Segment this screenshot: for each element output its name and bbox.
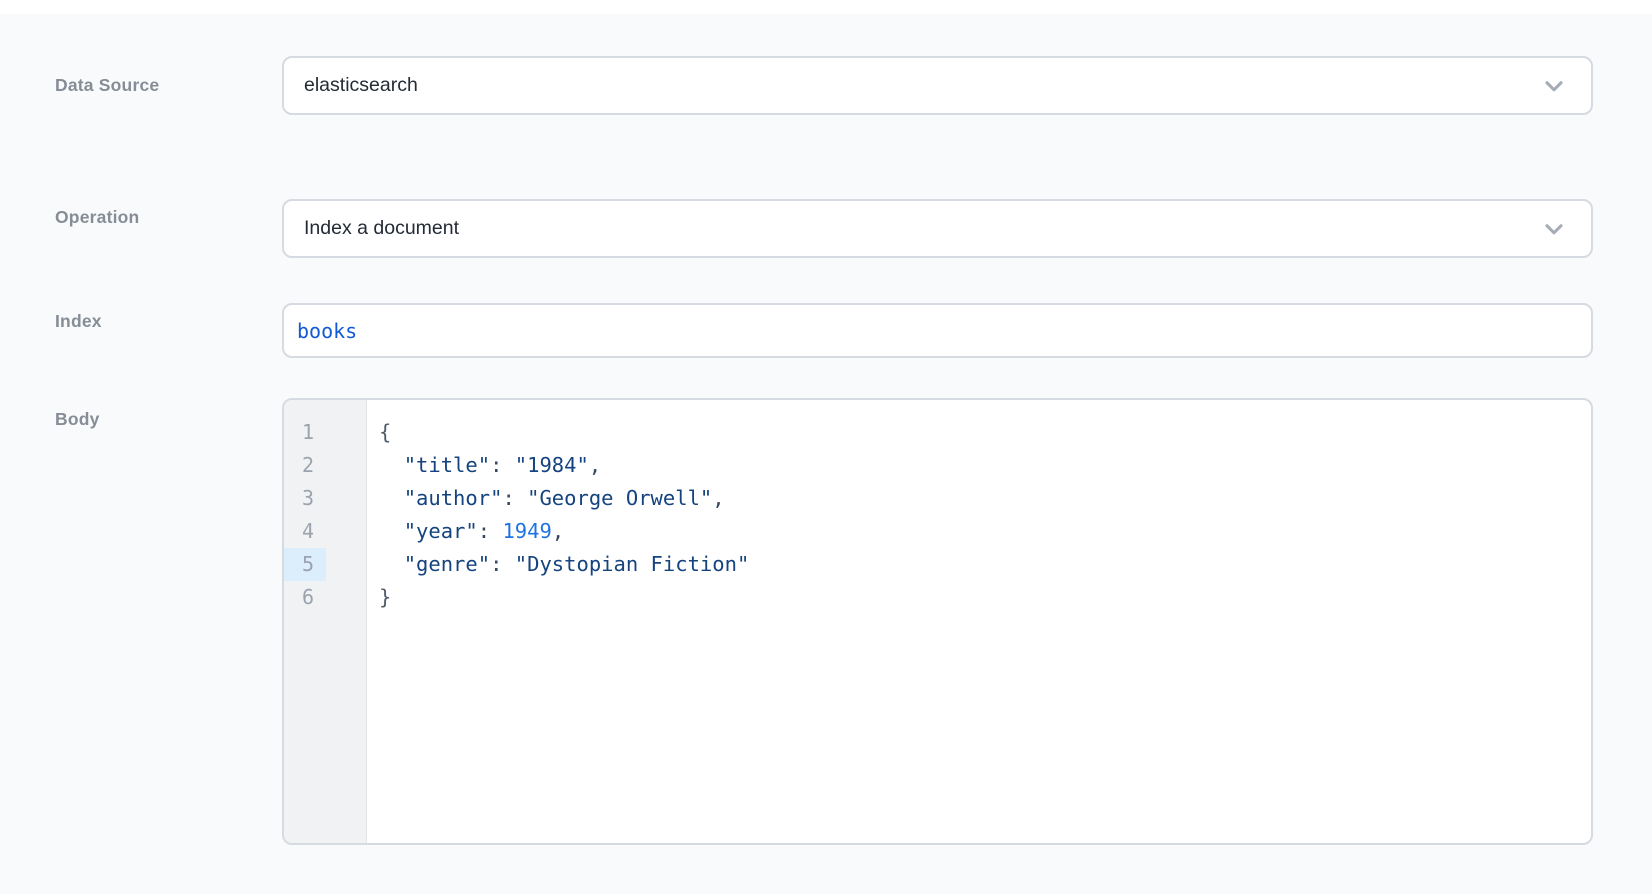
code-token: : (490, 453, 515, 477)
chevron-down-icon (1541, 216, 1567, 242)
code-line: "title": "1984", (379, 449, 1581, 482)
editor-gutter: 1 2 3 4 5 6 (284, 400, 367, 843)
code-token: , (551, 519, 565, 543)
code-token: "genre" (403, 552, 491, 576)
editor-code-area[interactable]: { "title": "1984", "author": "George Orw… (367, 400, 1591, 843)
index-input[interactable] (282, 303, 1593, 358)
code-token (379, 519, 404, 543)
active-line-number: 5 (284, 548, 326, 581)
line-number: 6 (301, 585, 314, 609)
code-token: 1949 (502, 519, 552, 543)
code-line: "year": 1949, (379, 515, 1581, 548)
code-token: : (477, 519, 503, 543)
body-code-editor[interactable]: 1 2 3 4 5 6 { "title": "1984", "author": "Geo… (282, 398, 1593, 845)
code-line: { (379, 416, 1581, 449)
code-token: { (379, 420, 392, 444)
line-number: 4 (301, 519, 314, 543)
data-source-selected-value: elasticsearch (304, 74, 418, 96)
body-label: Body (55, 409, 100, 429)
code-token: "author" (403, 486, 503, 510)
line-number: 1 (301, 420, 314, 444)
line-number: 2 (301, 453, 314, 477)
code-token: : (502, 486, 528, 510)
code-token: "George Orwell" (527, 486, 713, 510)
chevron-down-icon (1541, 73, 1567, 99)
code-token: "title" (403, 453, 491, 477)
code-line: "author": "George Orwell", (379, 482, 1581, 515)
code-token: : (490, 552, 515, 576)
data-source-label: Data Source (55, 75, 160, 95)
code-line: } (379, 581, 1581, 614)
code-token (379, 552, 404, 576)
code-token: , (712, 486, 725, 510)
operation-label: Operation (55, 207, 140, 227)
operation-select[interactable]: Index a document (282, 199, 1593, 258)
top-divider-band (0, 0, 1652, 14)
line-number: 3 (301, 486, 314, 510)
code-line: "genre": "Dystopian Fiction" (379, 548, 1581, 581)
code-token (379, 486, 404, 510)
code-token: "year" (403, 519, 478, 543)
code-token: , (588, 453, 602, 477)
data-source-select[interactable]: elasticsearch (282, 56, 1593, 115)
code-token: "Dystopian Fiction" (514, 552, 750, 576)
code-token: } (379, 585, 392, 609)
code-token: "1984" (514, 453, 589, 477)
index-label: Index (55, 311, 102, 331)
code-token (379, 453, 404, 477)
operation-selected-value: Index a document (304, 217, 460, 239)
